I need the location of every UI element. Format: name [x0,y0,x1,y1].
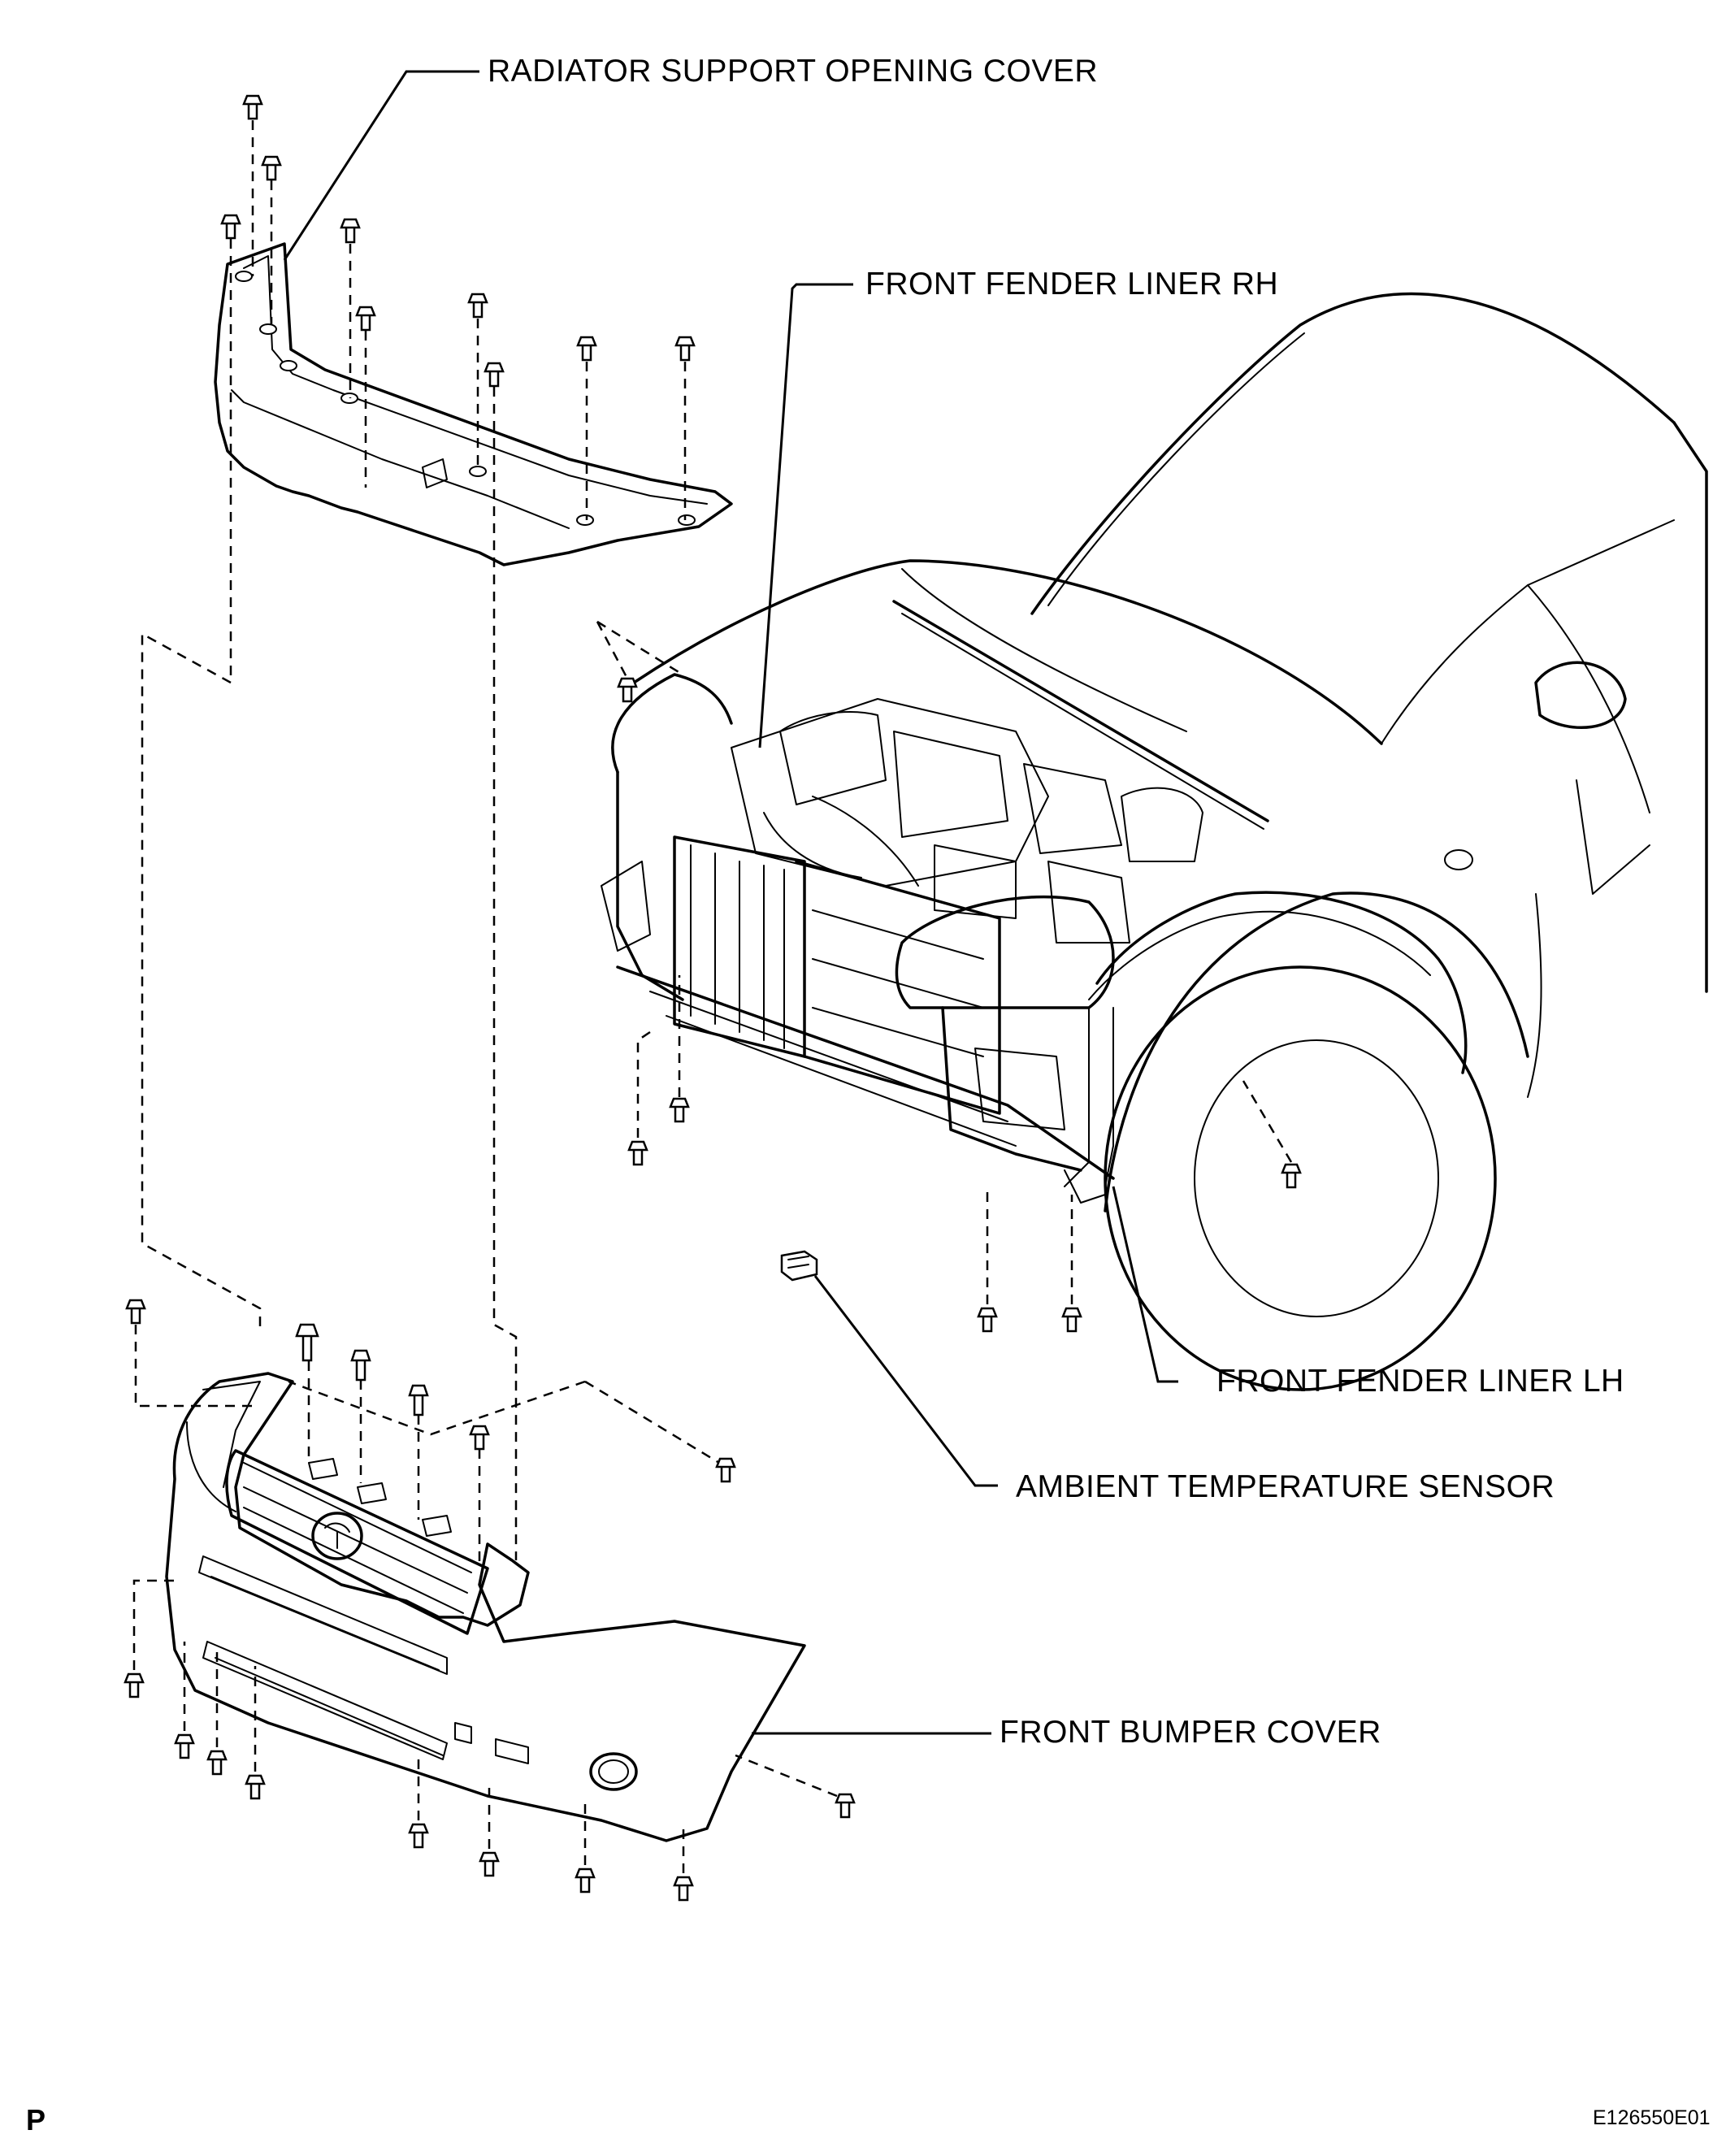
vehicle-fasteners [596,620,1302,1333]
front-bumper-cover [165,1372,806,1842]
label-front-fender-liner-rh: FRONT FENDER LINER RH [865,267,1279,301]
label-radiator-support-opening-cover: RADIATOR SUPPORT OPENING COVER [488,54,1099,89]
ambient-temperature-sensor [780,1250,818,1282]
leader-lines [283,70,1178,1735]
label-ambient-temperature-sensor: AMBIENT TEMPERATURE SENSOR [1016,1469,1555,1504]
radiator-cover-dash-lines [141,120,687,1560]
radiator-support-opening-cover [214,242,733,566]
label-front-fender-liner-lh: FRONT FENDER LINER LH [1216,1364,1624,1399]
corner-mark: P [26,2103,46,2136]
radiator-cover-clips [220,94,696,388]
bumper-fasteners [124,1299,856,1902]
figure-code: E126550E01 [1593,2106,1711,2129]
vehicle-body [601,292,1708,1391]
label-front-bumper-cover: FRONT BUMPER COVER [1000,1715,1381,1750]
bumper-dash-lines [132,1325,838,1873]
